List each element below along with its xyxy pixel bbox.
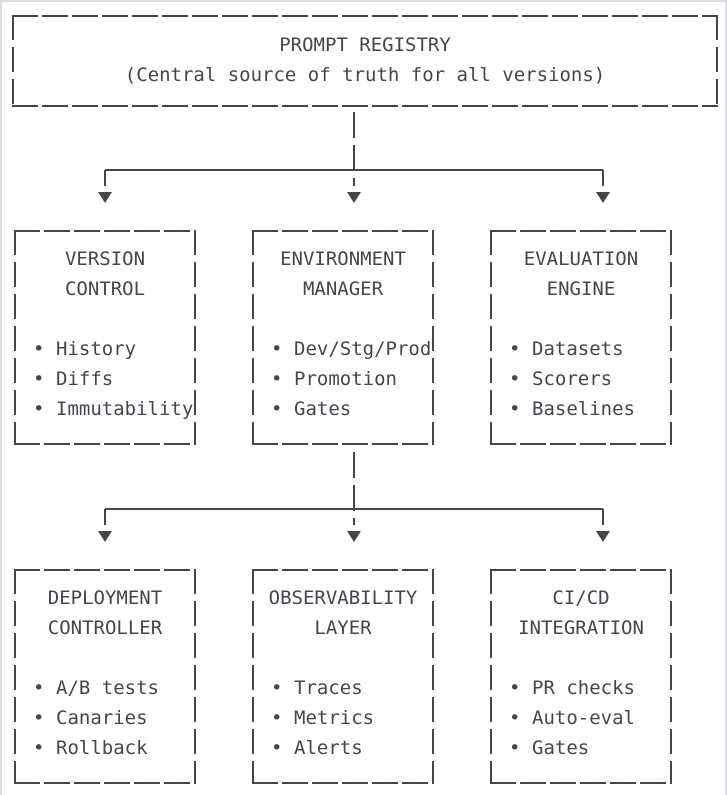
list-item: •Alerts	[271, 733, 434, 763]
list-item: •Canaries	[33, 703, 196, 733]
list-item: •Auto-eval	[509, 703, 672, 733]
node-item-list: •Traces •Metrics •Alerts	[252, 673, 434, 763]
node-title: EVALUATION ENGINE	[523, 248, 639, 300]
bullet-icon: •	[271, 707, 283, 729]
list-item: •Scorers	[509, 364, 672, 394]
node-deployment-controller: DEPLOYMENT CONTROLLER •A/B tests •Canari…	[14, 569, 196, 784]
bullet-icon: •	[271, 737, 283, 759]
arrow-down-icon	[98, 192, 112, 203]
list-item: •Gates	[509, 733, 672, 763]
list-item: •A/B tests	[33, 673, 196, 703]
bullet-icon: •	[509, 677, 521, 699]
bullet-icon: •	[509, 398, 521, 420]
node-item-list: •PR checks •Auto-eval •Gates	[490, 673, 672, 763]
list-item: •Promotion	[271, 364, 434, 394]
list-item: •Immutability	[33, 394, 196, 424]
bullet-icon: •	[271, 398, 283, 420]
bullet-icon: •	[33, 368, 45, 390]
arrow-down-icon	[98, 531, 112, 542]
node-title: CI/CD INTEGRATION	[518, 587, 644, 639]
list-item: •Rollback	[33, 733, 196, 763]
node-version-control: VERSION CONTROL •History •Diffs •Immutab…	[14, 230, 196, 445]
node-subtitle: (Central source of truth for all version…	[124, 64, 606, 86]
arrow-down-icon	[347, 531, 361, 542]
node-prompt-registry: PROMPT REGISTRY (Central source of truth…	[12, 15, 718, 107]
arrow-down-icon	[596, 531, 610, 542]
list-item: •Diffs	[33, 364, 196, 394]
list-item: •Traces	[271, 673, 434, 703]
node-item-list: •History •Diffs •Immutability	[14, 334, 196, 424]
node-cicd-integration: CI/CD INTEGRATION •PR checks •Auto-eval …	[490, 569, 672, 784]
list-item: •Baselines	[509, 394, 672, 424]
list-item: •Metrics	[271, 703, 434, 733]
list-item: •Dev/Stg/Prod	[271, 334, 434, 364]
list-item: •Gates	[271, 394, 434, 424]
node-item-list: •Dev/Stg/Prod •Promotion •Gates	[252, 334, 434, 424]
node-title: DEPLOYMENT CONTROLLER	[47, 587, 163, 639]
bullet-icon: •	[271, 338, 283, 360]
bullet-icon: •	[33, 398, 45, 420]
node-item-list: •Datasets •Scorers •Baselines	[490, 334, 672, 424]
bullet-icon: •	[33, 677, 45, 699]
bullet-icon: •	[271, 677, 283, 699]
bullet-icon: •	[509, 368, 521, 390]
node-title: ENVIRONMENT MANAGER	[280, 248, 406, 300]
arrow-down-icon	[596, 192, 610, 203]
bullet-icon: •	[271, 368, 283, 390]
bullet-icon: •	[509, 707, 521, 729]
bullet-icon: •	[509, 338, 521, 360]
node-title: VERSION CONTROL	[64, 248, 146, 300]
list-item: •Datasets	[509, 334, 672, 364]
list-item: •PR checks	[509, 673, 672, 703]
arrow-down-icon	[347, 192, 361, 203]
bullet-icon: •	[33, 707, 45, 729]
node-title: OBSERVABILITY LAYER	[268, 587, 418, 639]
node-title: PROMPT REGISTRY	[279, 34, 451, 56]
node-environment-manager: ENVIRONMENT MANAGER •Dev/Stg/Prod •Promo…	[252, 230, 434, 445]
bullet-icon: •	[33, 338, 45, 360]
node-item-list: •A/B tests •Canaries •Rollback	[14, 673, 196, 763]
bullet-icon: •	[33, 737, 45, 759]
node-observability-layer: OBSERVABILITY LAYER •Traces •Metrics •Al…	[252, 569, 434, 784]
bullet-icon: •	[509, 737, 521, 759]
list-item: •History	[33, 334, 196, 364]
node-evaluation-engine: EVALUATION ENGINE •Datasets •Scorers •Ba…	[490, 230, 672, 445]
